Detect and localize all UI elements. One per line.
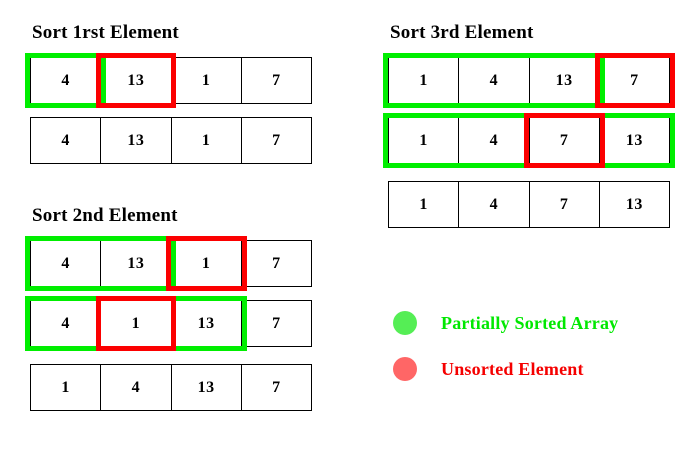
array-cell: 7 (240, 300, 312, 347)
array-cells: 1 4 7 13 (388, 117, 670, 164)
array-cell: 1 (170, 240, 241, 287)
green-circle-icon (393, 311, 417, 335)
array-row: 1 4 13 7 (383, 53, 675, 108)
section-title: Sort 2nd Element (32, 205, 178, 226)
array-cell: 4 (30, 57, 101, 104)
array-row: 4 13 1 7 (30, 117, 312, 164)
array-cells: 1 4 13 7 (388, 57, 670, 104)
array-cell: 1 (170, 57, 241, 104)
array-cell: 1 (388, 57, 459, 104)
array-cell: 1 (100, 300, 171, 347)
array-row: 1 4 13 7 (30, 364, 312, 411)
array-cells: 4 13 1 7 (30, 117, 312, 164)
array-cell: 4 (30, 300, 101, 347)
array-cells: 4 13 1 7 (30, 57, 312, 104)
array-row: 4 13 1 7 (25, 236, 312, 291)
array-cell: 13 (528, 57, 599, 104)
array-cell: 4 (100, 364, 171, 411)
array-cell: 7 (240, 364, 312, 411)
array-cell: 13 (100, 57, 171, 104)
legend-item-sorted: Partially Sorted Array (393, 300, 618, 346)
sort-step-section-2: Sort 2nd Element 4 13 1 7 4 1 13 7 1 4 1… (25, 205, 312, 411)
array-row: 1 4 7 13 (388, 181, 670, 228)
array-cell: 13 (598, 117, 670, 164)
legend-item-unsorted: Unsorted Element (393, 346, 618, 392)
section-title: Sort 3rd Element (390, 22, 534, 43)
array-cells: 4 1 13 7 (30, 300, 312, 347)
array-cell: 1 (388, 181, 459, 228)
legend-label: Unsorted Element (441, 358, 584, 379)
array-cell: 1 (388, 117, 459, 164)
array-cell: 4 (458, 117, 529, 164)
array-cell: 7 (598, 57, 670, 104)
array-cell: 13 (170, 364, 241, 411)
array-cells: 4 13 1 7 (30, 240, 312, 287)
array-row: 1 4 7 13 (383, 113, 675, 168)
sort-step-section-1: Sort 1rst Element 4 13 1 7 4 13 1 7 (25, 22, 312, 164)
array-cells: 1 4 7 13 (388, 181, 670, 228)
array-cell: 4 (458, 181, 529, 228)
array-cell: 7 (240, 57, 312, 104)
array-cell: 7 (528, 117, 599, 164)
array-cell: 7 (240, 240, 312, 287)
array-cells: 1 4 13 7 (30, 364, 312, 411)
red-circle-icon (393, 357, 417, 381)
legend: Partially Sorted Array Unsorted Element (393, 300, 618, 392)
array-cell: 13 (170, 300, 241, 347)
array-row: 4 1 13 7 (25, 296, 312, 351)
array-cell: 4 (30, 240, 101, 287)
array-cell: 1 (30, 364, 101, 411)
array-cell: 7 (528, 181, 599, 228)
array-cell: 4 (458, 57, 529, 104)
array-cell: 7 (240, 117, 312, 164)
array-cell: 1 (170, 117, 241, 164)
array-cell: 13 (100, 240, 171, 287)
array-cell: 13 (100, 117, 171, 164)
legend-label: Partially Sorted Array (441, 312, 619, 333)
array-cell: 13 (598, 181, 670, 228)
section-title: Sort 1rst Element (32, 22, 179, 43)
array-row: 4 13 1 7 (25, 53, 312, 108)
sort-step-section-3: Sort 3rd Element 1 4 13 7 1 4 7 13 1 4 7… (383, 22, 675, 228)
array-cell: 4 (30, 117, 101, 164)
